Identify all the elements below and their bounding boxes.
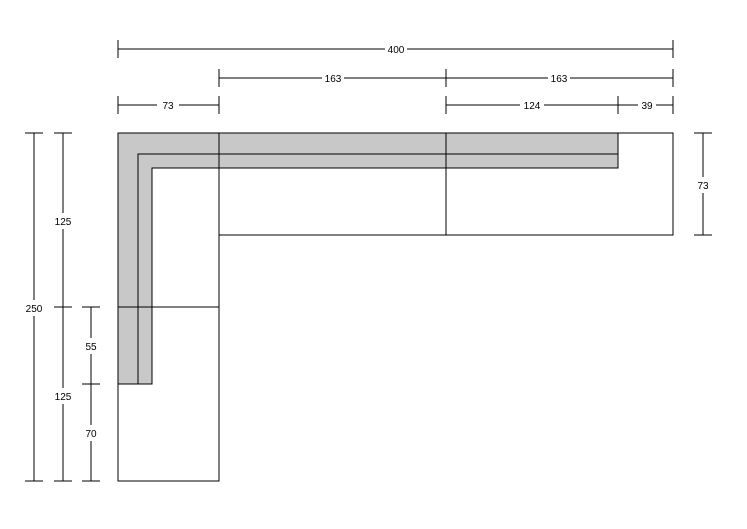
label-section-b: 163 <box>551 74 568 85</box>
dimension-halves: 125 125 <box>54 132 72 482</box>
backrest <box>117 132 619 385</box>
label-overall-width: 400 <box>388 45 405 56</box>
label-corner-depth: 73 <box>162 101 174 112</box>
label-seat-width: 124 <box>524 101 541 112</box>
dimension-right-depth: 73 <box>694 132 712 236</box>
label-upper-length: 125 <box>55 217 72 228</box>
label-bottom-length: 70 <box>85 429 97 440</box>
backrest-inner-edge <box>137 153 618 384</box>
dimension-overall-length: 250 <box>25 132 43 482</box>
label-right-depth: 73 <box>697 181 709 192</box>
label-back-lower: 55 <box>85 342 97 353</box>
dimension-sections: 163 163 <box>218 69 674 87</box>
dimension-overall-width: 400 <box>117 40 674 58</box>
dimension-modules: 73 124 39 <box>117 96 674 114</box>
label-lower-length: 125 <box>55 392 72 403</box>
label-end-width: 39 <box>641 101 653 112</box>
label-section-a: 163 <box>325 74 342 85</box>
dimension-lower-split: 55 70 <box>82 306 100 482</box>
label-overall-length: 250 <box>26 304 43 315</box>
